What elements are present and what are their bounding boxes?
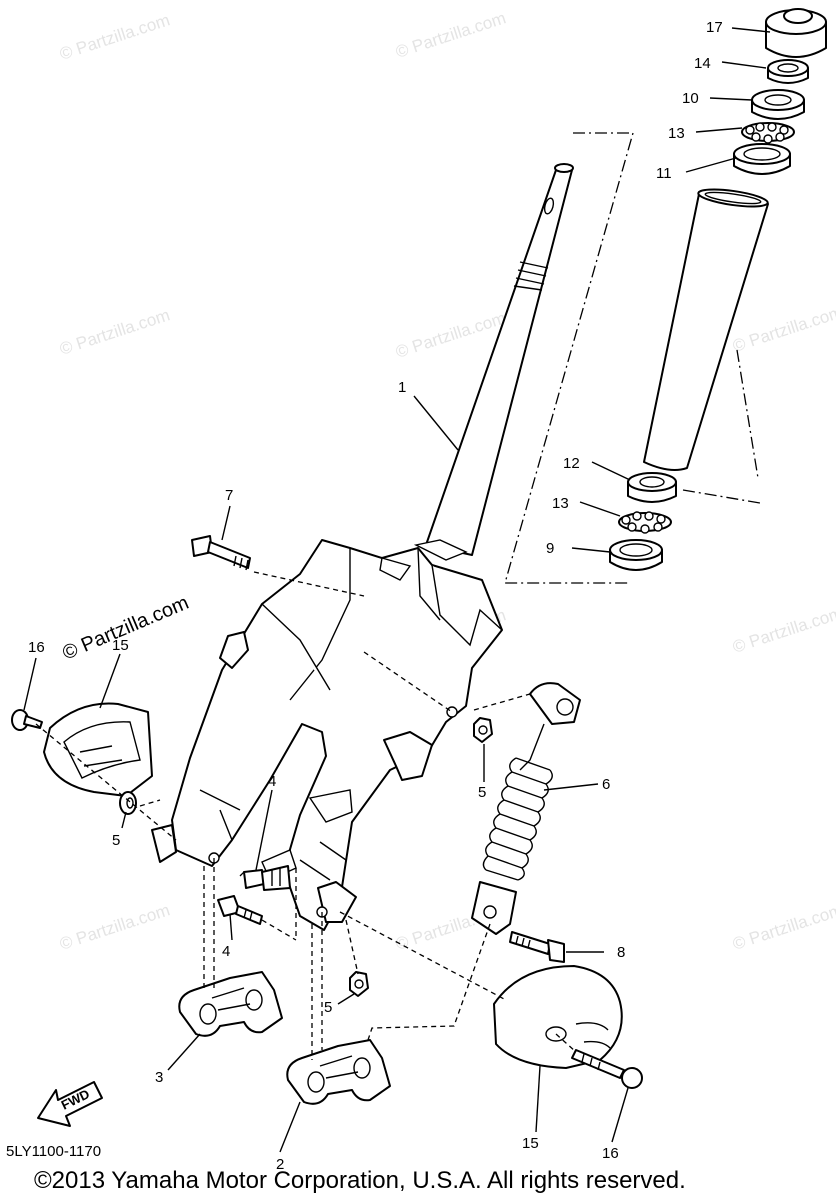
callout-2: 2 [276,1156,284,1173]
part-6-shock-absorber [471,682,581,935]
callout-16: 16 [602,1145,619,1162]
callout-5: 5 [478,784,486,801]
callout-13: 13 [668,125,685,142]
fwd-arrow-icon: FWD [37,1081,103,1127]
part-13-ball-race-upper [741,122,795,144]
callout-15: 15 [522,1135,539,1152]
head-pipe-tube [643,188,769,471]
part-1-steering-stem [425,163,574,556]
diagram-code: 5LY1100-1170 [6,1143,102,1160]
callout-numbers: 17 14 10 13 11 1 12 13 9 7 16 15 5 5 4 6… [28,19,723,1173]
tube-guide-line [682,489,761,504]
callout-leaders [23,27,771,1153]
watermark-text: © Partzilla.com [57,10,172,63]
copyright-notice: ©2013 Yamaha Motor Corporation, U.S.A. A… [34,1167,686,1194]
callout-5: 5 [324,999,332,1016]
part-13-ball-race-lower [618,511,672,534]
part-16-screw-upper [11,709,43,731]
callout-3: 3 [155,1069,163,1086]
stem-bracket-line [504,132,634,584]
callout-15: 15 [112,637,129,654]
part-4-bolt-lower [217,895,263,925]
part-5-nut-right [473,717,493,743]
watermark-text: © Partzilla.com [730,603,836,656]
part-11-race [733,143,791,175]
callout-12: 12 [563,455,580,472]
part-16-screw-lower [571,1049,643,1089]
part-17-ring-nut [765,8,827,58]
callout-8: 8 [617,944,625,961]
callout-7: 7 [225,487,233,504]
part-15-cover-upper [43,702,153,797]
part-2-bracket [286,1039,391,1105]
part-5-nut-bottom [349,971,369,997]
part-15-cover-lower [493,965,623,1069]
part-3-bracket [178,971,283,1037]
watermark-text: © Partzilla.com [57,305,172,358]
watermark-text: © Partzilla.com [57,900,172,953]
callout-10: 10 [682,90,699,107]
connection-lines [35,571,577,1060]
part-9-race [609,539,663,571]
watermark-text: © Partzilla.com [393,308,508,361]
callout-4: 4 [222,943,230,960]
part-1-steering-frame [151,539,503,931]
callout-14: 14 [694,55,711,72]
part-10-nut [751,89,805,120]
callout-17: 17 [706,19,723,36]
watermark-text: © Partzilla.com [730,302,836,355]
callout-5: 5 [112,832,120,849]
callout-13: 13 [552,495,569,512]
callout-16: 16 [28,639,45,656]
watermark-text: © Partzilla.com [730,900,836,953]
callout-11: 11 [656,165,672,182]
part-5-nut-left [119,791,137,815]
tube-guide-line [736,349,759,479]
part-14-lock-washer [767,59,809,84]
watermark-text: © Partzilla.com [393,8,508,61]
part-12-lower-race [627,472,677,503]
callout-4: 4 [268,773,276,790]
part-4-bolt-upper [243,865,291,891]
callout-1: 1 [398,379,406,396]
part-7-bolt [191,535,251,571]
callout-6: 6 [602,776,610,793]
callout-9: 9 [546,540,554,557]
part-8-bolt [509,931,565,963]
